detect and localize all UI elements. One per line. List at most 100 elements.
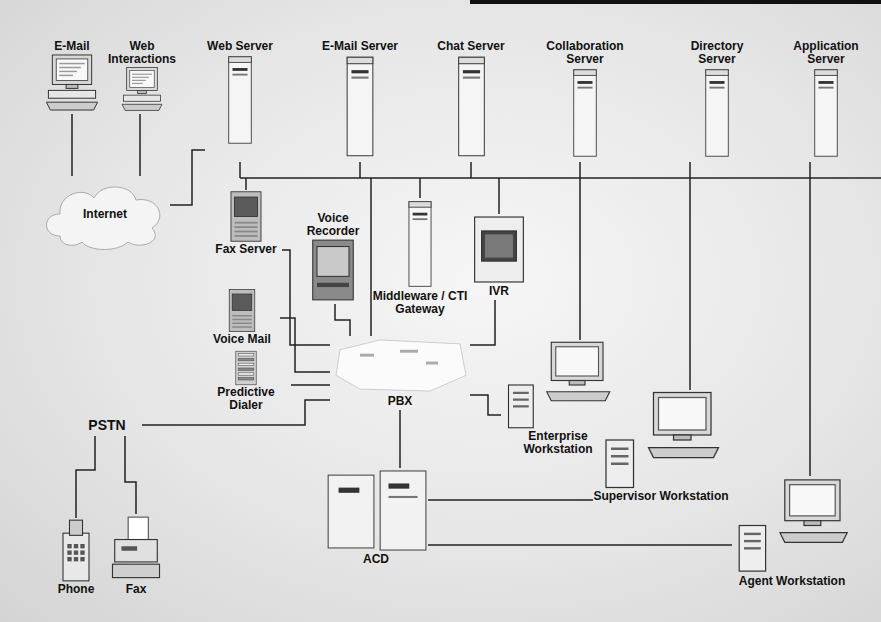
device-label: E-Mail Server (322, 40, 398, 53)
device-node: Voice Mail (204, 288, 280, 348)
rack-unit (238, 354, 254, 356)
pc-icon (103, 66, 181, 112)
device-node: Directory Server (671, 40, 763, 162)
ws-icon (732, 476, 852, 575)
vent (232, 326, 252, 328)
vent (235, 231, 258, 233)
screen-line (132, 83, 143, 84)
keyboard (547, 392, 610, 401)
drive-slot (462, 77, 479, 79)
connector (428, 544, 732, 546)
ws-icon (593, 390, 729, 490)
drive-slot (513, 399, 529, 401)
vent (232, 319, 252, 321)
device-label: PBX (388, 395, 413, 408)
key (74, 544, 78, 548)
recorder-slot (317, 283, 349, 287)
monitor (52, 55, 91, 85)
stand (804, 521, 821, 526)
pc-tower (739, 526, 765, 572)
vent (235, 235, 258, 237)
drive-slot (232, 74, 247, 76)
device-label: Directory Server (671, 40, 763, 66)
device-node: Middleware / CTI Gateway (371, 198, 469, 318)
bus-drop (370, 178, 372, 336)
bus-drop (419, 178, 421, 198)
keyboard (780, 533, 847, 543)
pbx-switch (336, 340, 466, 391)
screen (556, 347, 599, 376)
key (67, 557, 71, 561)
device-label: Predictive Dialer (201, 386, 291, 412)
drive-slot (351, 77, 368, 79)
internet-cloud (47, 187, 160, 250)
connector (809, 162, 811, 476)
drive-slot (818, 87, 833, 89)
rack-unit (238, 363, 254, 365)
drive-slot (577, 87, 592, 89)
dialer-rack (236, 351, 256, 385)
device-label: Fax Server (215, 243, 276, 256)
server-top (458, 57, 484, 63)
bus-drop (359, 162, 361, 178)
lan-bus (240, 177, 881, 179)
key (67, 544, 71, 548)
device-node: Predictive Dialer (201, 350, 291, 414)
pc-tower (509, 385, 534, 428)
fax-icon (108, 514, 164, 583)
screen (56, 59, 87, 81)
panel (232, 294, 252, 311)
device-label: Middleware / CTI Gateway (371, 290, 469, 316)
server-tower (458, 57, 484, 155)
device-node: E-Mail (38, 40, 106, 114)
screen (659, 398, 707, 431)
drive-slot (744, 540, 761, 542)
device-node: ACD (324, 468, 428, 568)
drive-slot (351, 70, 368, 73)
server-tower (706, 70, 729, 156)
vent (235, 222, 258, 224)
connector (71, 114, 73, 176)
drive-slot (744, 547, 761, 549)
device-label: Collaboration Server (535, 40, 635, 66)
server-top (347, 57, 373, 63)
recorder-case (313, 240, 354, 300)
acd-slot (388, 496, 417, 498)
device-node: Web Interactions (103, 40, 181, 114)
cabinet (231, 192, 261, 241)
bus-drop (245, 178, 247, 190)
connector (125, 436, 136, 514)
recorder-icon (295, 238, 371, 302)
fax-paper (128, 517, 148, 539)
cabinet (229, 290, 255, 332)
rack-unit (238, 368, 254, 370)
cabinet-icon (210, 190, 282, 243)
keyboard (649, 448, 719, 458)
vent (232, 315, 252, 317)
cpu-box (48, 90, 95, 98)
server-top (409, 202, 431, 208)
panel (235, 197, 258, 216)
pbx-icon (330, 336, 470, 395)
ivr-icon (470, 214, 528, 285)
acd-unit (328, 475, 374, 548)
key (80, 544, 84, 548)
fax-body (115, 540, 158, 562)
ivr-screen (482, 231, 517, 261)
rack-unit (238, 358, 254, 360)
connector (291, 384, 330, 386)
device-node: E-Mail Server (318, 40, 402, 162)
screen (790, 485, 836, 516)
monitor (785, 480, 840, 521)
drive-slot (513, 405, 529, 407)
ws-icon (501, 340, 615, 430)
switch-mark (426, 362, 438, 365)
drive-slot (818, 81, 833, 84)
screen (130, 71, 155, 88)
connector (170, 150, 205, 205)
device-label: ACD (363, 553, 389, 566)
drive-slot (232, 68, 247, 71)
pc-tower (606, 440, 634, 488)
server-tower (229, 57, 252, 143)
device-label: Voice Mail (213, 333, 271, 346)
